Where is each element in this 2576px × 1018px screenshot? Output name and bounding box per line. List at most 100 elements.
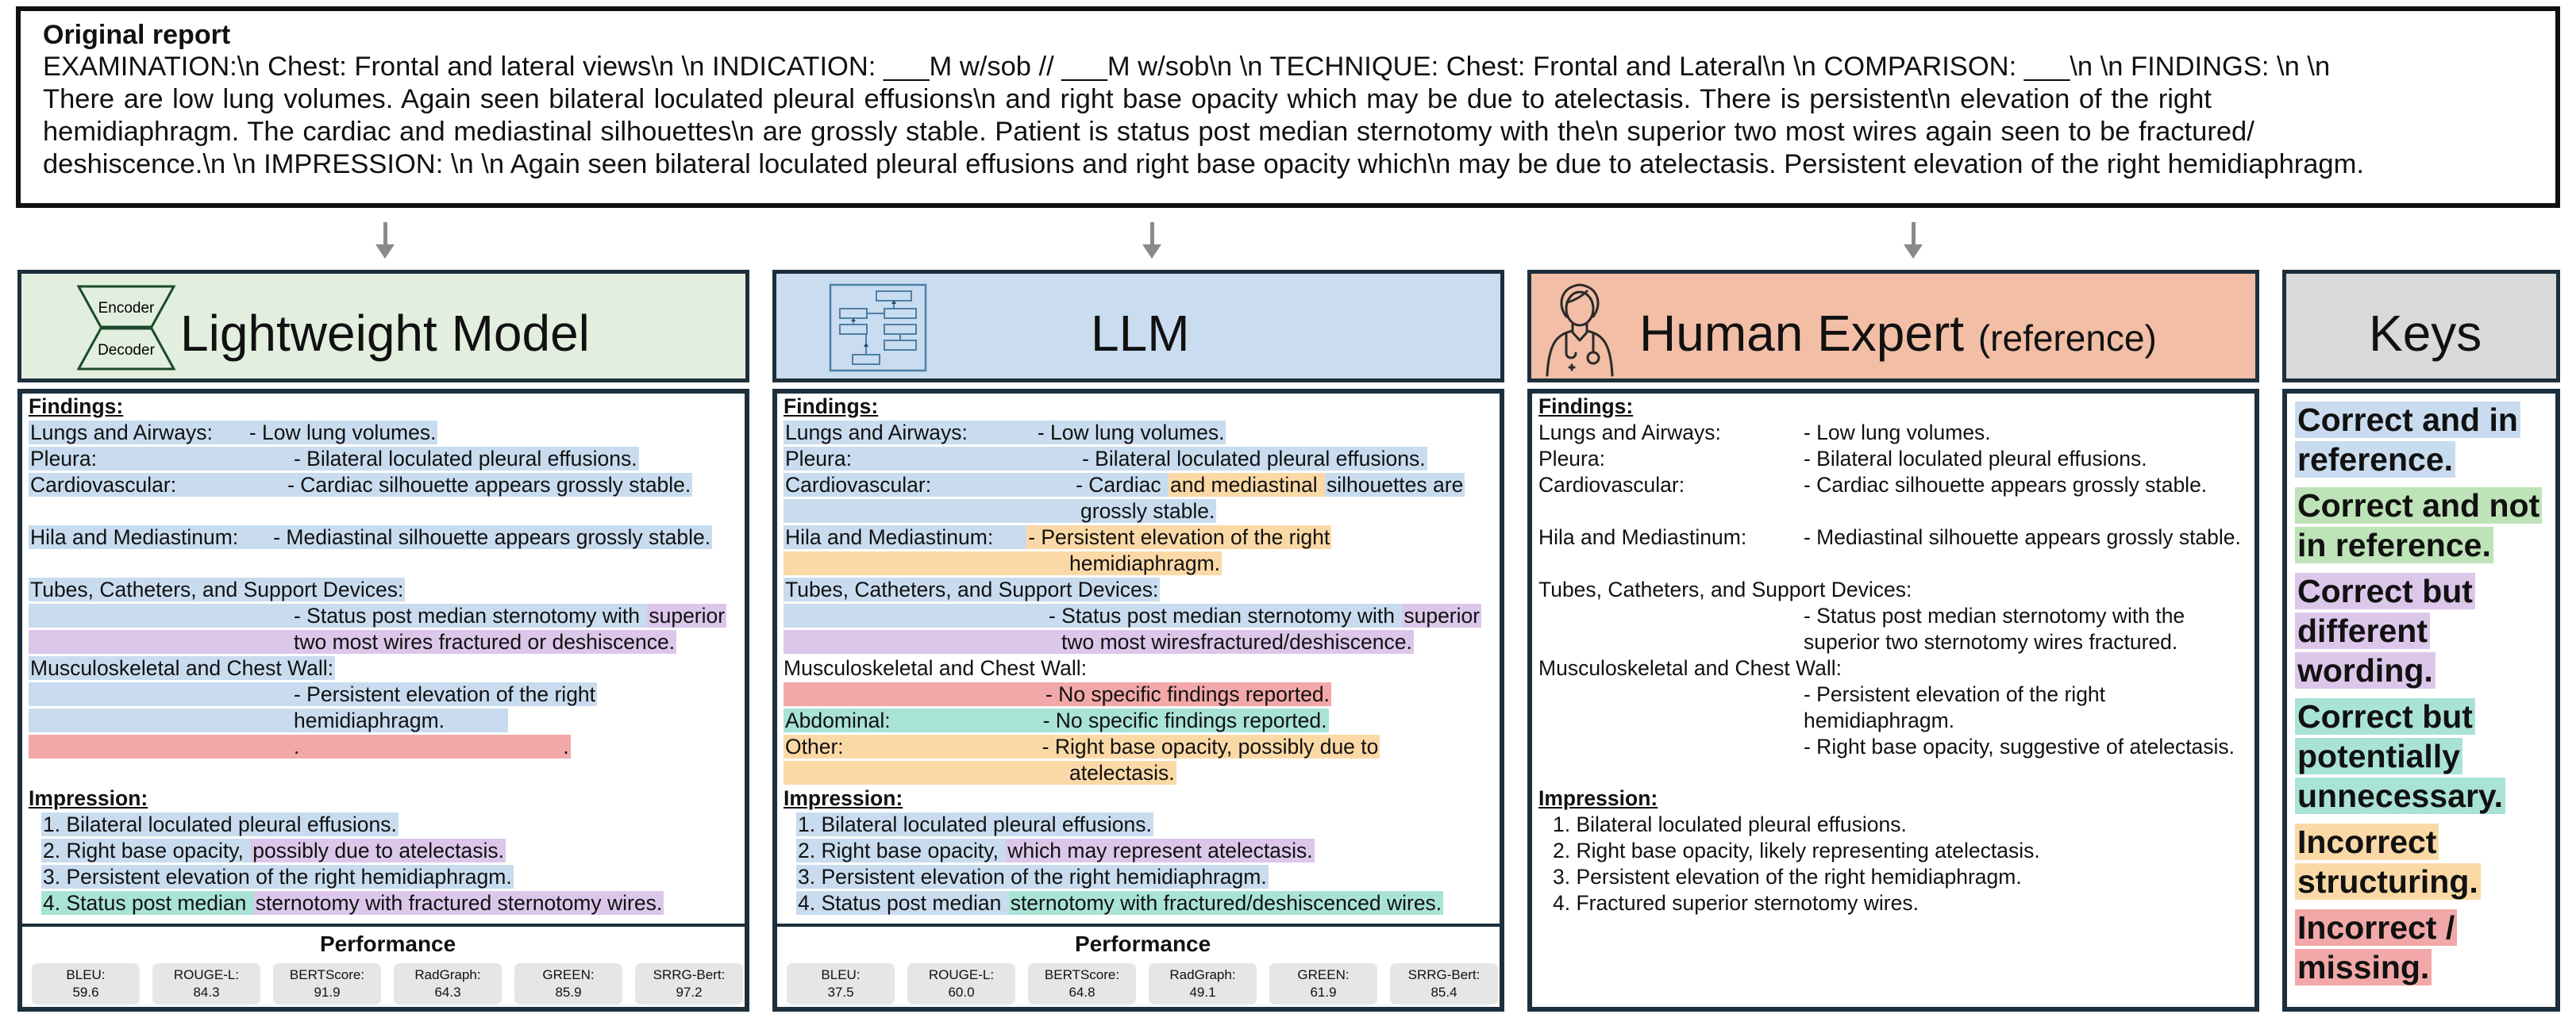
metric-name: BERTScore: (1044, 967, 1120, 982)
lungs-value: - Low lung volumes. (1035, 421, 1226, 444)
metric-value: 97.2 (676, 985, 703, 1000)
hila-label: Hila and Mediastinum: (784, 525, 1027, 549)
key-label: Correct and not (2295, 486, 2543, 525)
pleura-label: Pleura: (784, 447, 1080, 471)
key-label: Correct and in (2295, 400, 2520, 440)
missing-row: .. (29, 734, 571, 760)
cardio-value: and mediastinal (1168, 473, 1325, 497)
key-label: different (2295, 611, 2430, 651)
metric-name: ROUGE-L: (928, 967, 995, 982)
divider (777, 924, 1500, 927)
metric-value: 84.3 (193, 985, 220, 1000)
impression-text: 3. Persistent elevation of the right hem… (796, 865, 1269, 889)
metric-name: BLEU: (821, 967, 861, 982)
msk-label: Musculoskeletal and Chest Wall: (784, 656, 1087, 680)
original-report-title: Original report (43, 20, 231, 50)
finding-row: Musculoskeletal and Chest Wall: (29, 655, 335, 682)
abdominal-label: Abdominal: (784, 709, 1042, 732)
metric-name: ROUGE-L: (173, 967, 240, 982)
hila-value: - Persistent elevation of the right (1026, 525, 1332, 549)
impression-text: 1. Bilateral loculated pleural effusions… (41, 812, 399, 836)
metric-badge: SRRG-Bert: 97.2 (635, 963, 743, 1005)
tubes-value: superior (1402, 604, 1482, 628)
encoder-decoder-icon: Encoder Decoder (77, 285, 175, 371)
hila-value: - Mediastinal silhouette appears grossly… (271, 525, 713, 549)
lungs-label: Lungs and Airways: (1538, 421, 1721, 444)
impression-item: 4. Status post median sternotomy with fr… (796, 890, 1444, 916)
tubes-value-2: two most wires fractured or deshiscence. (29, 630, 677, 654)
msk-value: - No specific findings reported. (784, 682, 1331, 706)
metric-name: GREEN: (542, 967, 595, 982)
tubes-value: - Status post median sternotomy with (784, 604, 1403, 628)
finding-row: - Status post median sternotomy with sup… (29, 603, 727, 629)
lungs-value: - Low lung volumes. (1804, 421, 1991, 444)
metric-badge: SRRG-Bert:85.4 (1390, 963, 1498, 1005)
findings-heading: Findings: (1538, 394, 1634, 418)
msk-value: - Persistent elevation of the right (1804, 682, 2106, 706)
llm-title: LLM (1091, 305, 1190, 362)
finding-row: Other:- Right base opacity, possibly due… (784, 734, 1380, 760)
original-report-line: EXAMINATION:\n Chest: Frontal and latera… (43, 52, 2331, 82)
missing-value-1: . (29, 735, 562, 759)
performance-title: Performance (1075, 932, 1211, 956)
impression-item: 1. Bilateral loculated pleural effusions… (796, 812, 1153, 838)
cardio-value: - Cardiac silhouette appears grossly sta… (286, 473, 693, 497)
finding-row: - Persistent elevation of the right (29, 682, 598, 708)
cardio-value: grossly stable. (784, 499, 1217, 523)
key-label: unnecessary. (2295, 776, 2506, 816)
msk-value-2: hemidiaphragm. (29, 709, 509, 732)
key-label: in reference. (2295, 525, 2493, 565)
impression-text: 4. Status post median (41, 891, 254, 915)
cardio-value: - Cardiac (1074, 473, 1169, 497)
impression-text: 4. Status post median (796, 891, 1009, 915)
metric-value: 91.9 (314, 985, 341, 1000)
key-label: wording. (2295, 651, 2435, 690)
keys-header: Keys (2282, 270, 2560, 382)
key-label: Incorrect (2295, 822, 2439, 862)
finding-row: Musculoskeletal and Chest Wall: (784, 655, 1087, 682)
impression-heading: Impression: (784, 786, 903, 810)
original-report-line: deshiscence.\n \n IMPRESSION: \n \n Agai… (43, 149, 2364, 179)
cardio-label: Cardiovascular: (784, 473, 1075, 497)
impression-item: 3. Persistent elevation of the right hem… (41, 864, 514, 890)
impression-item: 2. Right base opacity, likely representi… (1553, 839, 2040, 862)
impression-heading: Impression: (1538, 786, 1658, 810)
metric-name: RadGraph: (1169, 967, 1236, 982)
cardio-value: silhouettes are (1324, 473, 1465, 497)
metric-name: SRRG-Bert: (1407, 967, 1481, 982)
msk-value-1: - Persistent elevation of the right (29, 682, 598, 706)
findings-heading: Findings: (29, 394, 124, 418)
original-report-box: Original report EXAMINATION:\n Chest: Fr… (16, 6, 2560, 208)
impression-item: 2. Right base opacity, which may represe… (796, 838, 1315, 864)
impression-text: 3. Persistent elevation of the right hem… (41, 865, 514, 889)
pleura-value: - Bilateral loculated pleural effusions. (1804, 447, 2147, 471)
down-arrow-icon (373, 222, 397, 260)
finding-row: atelectasis. (784, 760, 1176, 786)
metric-name: SRRG-Bert: (653, 967, 726, 982)
missing-value-2: . (561, 735, 571, 759)
finding-row: Hila and Mediastinum:- Mediastinal silho… (29, 524, 713, 551)
metric-badge: GREEN:61.9 (1269, 963, 1377, 1005)
tubes-label: Tubes, Catheters, and Support Devices: (1538, 578, 1912, 601)
finding-row: Hila and Mediastinum:- Persistent elevat… (784, 524, 1332, 551)
human-expert-title: Human Expert (1639, 305, 1965, 362)
metric-value: 64.3 (434, 985, 461, 1000)
lightweight-model-header: Encoder Decoder Lightweight Model (17, 270, 749, 382)
finding-row: Tubes, Catheters, and Support Devices: (29, 577, 406, 603)
metric-badge: RadGraph:64.3 (394, 963, 502, 1005)
metric-name: GREEN: (1297, 967, 1350, 982)
lungs-label: Lungs and Airways: (29, 421, 248, 444)
finding-row: two most wiresfractured/deshiscence. (784, 629, 1414, 655)
reference-label: (reference) (1977, 317, 2157, 359)
finding-row: grossly stable. (784, 498, 1217, 524)
metric-value: 60.0 (948, 985, 975, 1000)
hila-value: hemidiaphragm. (784, 551, 1223, 575)
metric-badge: RadGraph:49.1 (1149, 963, 1257, 1005)
key-label: Correct but (2295, 571, 2475, 611)
impression-item: 3. Persistent elevation of the right hem… (796, 864, 1269, 890)
impression-text: which may represent atelectasis. (1006, 839, 1315, 862)
findings-heading: Findings: (784, 394, 879, 418)
tubes-label: Tubes, Catheters, and Support Devices: (784, 578, 1161, 601)
tubes-value: superior two sternotomy wires fractured. (1804, 630, 2178, 654)
original-report-line: There are low lung volumes. Again seen b… (43, 84, 2212, 114)
